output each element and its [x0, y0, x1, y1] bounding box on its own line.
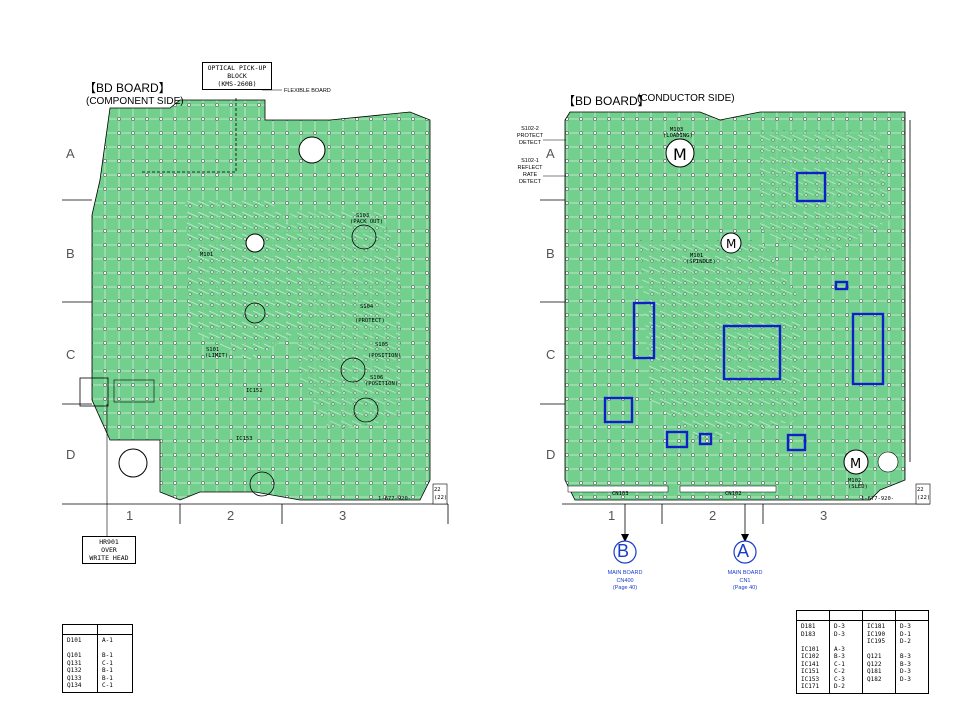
- s102-1-line-2: REFLECT: [517, 165, 543, 171]
- table-row: D181 D183 IC101 IC102 IC141 IC151 IC153 …: [796, 620, 929, 694]
- s102-2-line-3: DETECT: [519, 140, 541, 146]
- left-row-c: C: [66, 347, 76, 362]
- right-row-a: A: [546, 146, 555, 161]
- table-left-col2: A-1 B-1 C-1 B-1 B-1 C-1: [97, 634, 133, 693]
- motor-m103: M103: [670, 127, 684, 133]
- svg-text:M: M: [850, 457, 861, 472]
- left-board-title: 【BD BOARD】: [84, 81, 171, 95]
- motor-m101: M101: [690, 253, 704, 259]
- part-s105-sub: (POSITION): [368, 353, 402, 359]
- optical-pickup-label: OPTICAL PICK-UP BLOCK (KMS-260B): [202, 62, 272, 90]
- left-page-tag: 22 (22): [434, 486, 447, 502]
- table-left-col1: D101 Q101 Q131 Q132 Q133 Q134: [62, 634, 98, 693]
- part-s103: S103: [356, 213, 370, 219]
- ref-b-line-2: CN400: [616, 577, 634, 584]
- ic-highlights: [603, 171, 885, 452]
- head-line-1: HR901: [99, 538, 119, 546]
- left-row-d: D: [66, 447, 76, 462]
- right-col-3: 3: [820, 508, 828, 523]
- part-s106: S106: [370, 375, 384, 381]
- part-s104: S104: [360, 304, 374, 310]
- s102-1-line-4: DETECT: [519, 179, 541, 185]
- left-row-b: B: [66, 246, 75, 261]
- left-board-subtitle: (COMPONENT SIDE): [86, 96, 184, 107]
- table-right-col3: IC181 IC190 IC195 Q121 Q122 Q181 Q182: [862, 620, 896, 694]
- ref-a-caption: MAIN BOARD CN1 (Page 40): [720, 570, 770, 593]
- right-page-tag: 22 (22): [917, 486, 930, 502]
- switch-s102-2-label: S102-2 PROTECT DETECT: [516, 126, 544, 147]
- table-row: D101 Q101 Q131 Q132 Q133 Q134 A-1 B-1 C-…: [62, 634, 133, 693]
- location-table-left: D101 Q101 Q131 Q132 Q133 Q134 A-1 B-1 C-…: [62, 624, 133, 693]
- ref-b-caption: MAIN BOARD CN400 (Page 40): [600, 570, 650, 593]
- s102-1-line-3: RATE: [522, 172, 538, 178]
- table-header-row: [796, 610, 929, 621]
- motor-m102: M102: [848, 478, 862, 484]
- ref-letter-a[interactable]: A: [737, 541, 750, 561]
- left-row-a: A: [66, 146, 75, 161]
- left-grid: [62, 199, 449, 524]
- s102-2-line-2: PROTECT: [516, 133, 544, 139]
- part-s104-sub: (PROTECT): [355, 318, 385, 324]
- ref-a-page-link[interactable]: (Page 40): [732, 585, 758, 591]
- left-col-1: 1: [126, 508, 134, 523]
- part-m101: M101: [200, 252, 214, 258]
- right-col-2: 2: [709, 508, 717, 523]
- ref-a-line-2: CN1: [739, 577, 751, 584]
- part-s101: S101: [206, 347, 220, 353]
- svg-text:M: M: [673, 145, 687, 164]
- left-tag-2: (22): [434, 495, 448, 501]
- motor-m103-sub: (LOADING): [663, 133, 693, 139]
- connector-cn103: CN103: [612, 491, 629, 497]
- optical-line-2: BLOCK: [227, 72, 247, 80]
- ref-b-line-1: MAIN BOARD: [607, 570, 643, 576]
- right-board-number: 1-677-920-: [861, 496, 895, 502]
- table-right-col4: D-3 D-1 D-2 B-3 B-3 D-3 D-3: [895, 620, 929, 694]
- location-table-right: D181 D183 IC101 IC102 IC141 IC151 IC153 …: [796, 610, 929, 694]
- part-ic152: IC152: [246, 388, 263, 394]
- right-row-d: D: [546, 447, 556, 462]
- head-line-3: WRITE HEAD: [89, 554, 129, 562]
- right-row-c: C: [546, 347, 556, 362]
- part-s105: S105: [375, 342, 389, 348]
- right-row-b: B: [546, 246, 555, 261]
- ref-a-line-1: MAIN BOARD: [727, 570, 763, 576]
- table-right-col2: D-3 D-3 A-3 B-3 C-1 C-2 C-3 D-2: [829, 620, 863, 694]
- left-col-3: 3: [339, 508, 347, 523]
- ref-letter-b[interactable]: B: [617, 541, 630, 561]
- s102-2-line-1: S102-2: [521, 126, 539, 132]
- head-label: HR901 OVER WRITE HEAD: [82, 536, 136, 564]
- right-tag-2: (22): [917, 495, 931, 501]
- left-col-2: 2: [227, 508, 235, 523]
- switch-s102-1-label: S102-1 REFLECT RATE DETECT: [516, 158, 544, 186]
- table-header-row: [62, 624, 133, 635]
- motor-m101-sub: (SPINDLE): [686, 259, 716, 265]
- s102-1-line-1: S102-1: [521, 158, 539, 164]
- connector-cn102: CN102: [725, 491, 742, 497]
- table-right-col1: D181 D183 IC101 IC102 IC141 IC151 IC153 …: [796, 620, 830, 694]
- right-tag-1: 22: [917, 487, 924, 493]
- svg-text:M: M: [726, 237, 736, 251]
- left-board-number: 1-677-920-: [378, 496, 412, 502]
- ref-b-page-link[interactable]: (Page 40): [612, 585, 638, 591]
- left-tag-1: 22: [434, 487, 441, 493]
- part-ic153: IC153: [236, 436, 253, 442]
- optical-line-1: OPTICAL PICK-UP: [207, 64, 267, 72]
- motor-m102-sub: (SLED): [848, 484, 868, 490]
- part-s103-sub: (PACK OUT): [350, 219, 384, 225]
- part-s101-sub: (LIMIT): [205, 353, 229, 359]
- optical-line-3: (KMS-260B): [217, 80, 257, 88]
- part-s106-sub: (POSITION): [365, 381, 399, 387]
- right-col-1: 1: [608, 508, 616, 523]
- right-board-title: 【BD BOARD】: [563, 94, 650, 108]
- flexible-board-label: FLEXIBLE BOARD: [284, 88, 331, 94]
- right-board-subtitle: (CONDUCTOR SIDE): [637, 93, 735, 104]
- head-line-2: OVER: [101, 546, 117, 554]
